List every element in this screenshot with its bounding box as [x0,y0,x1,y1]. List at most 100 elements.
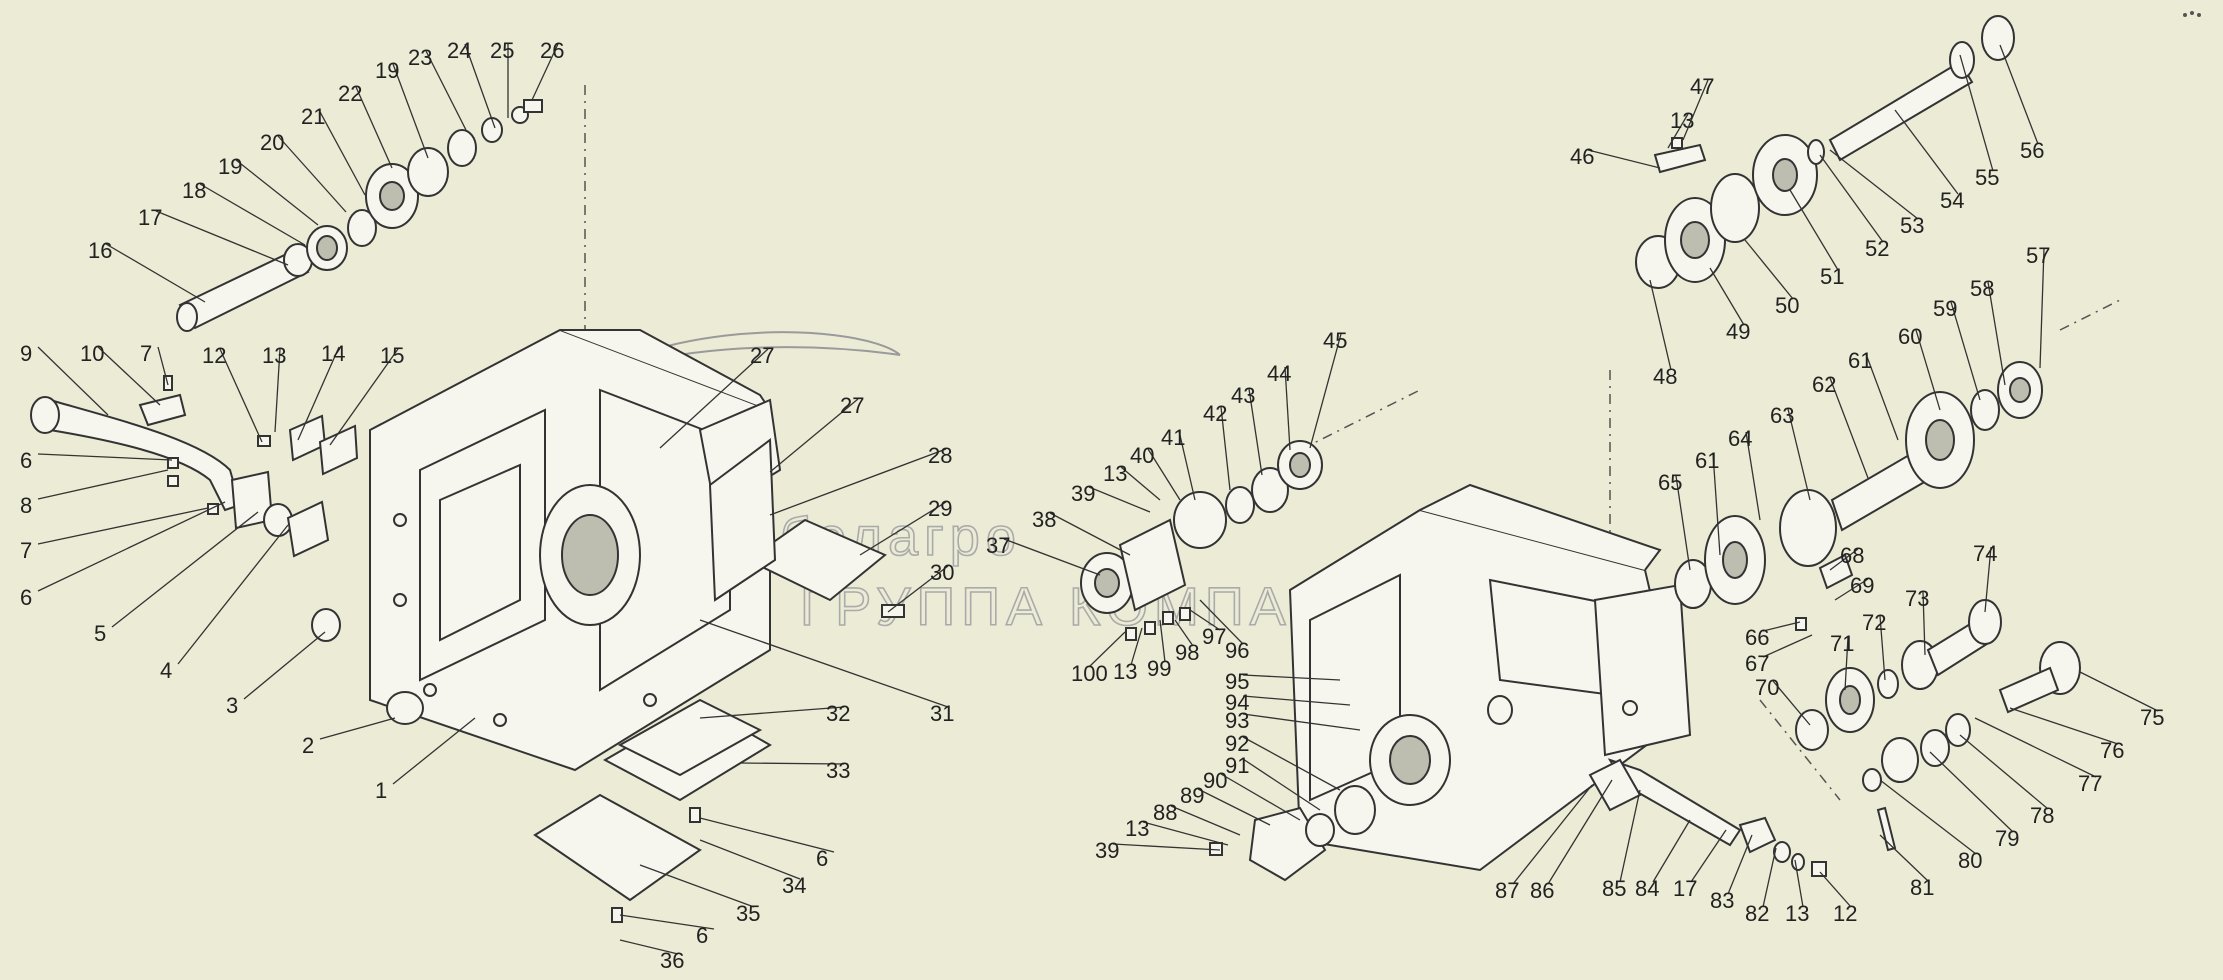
callout-81-113: 81 [1879,834,1934,900]
callout-31-33: 31 [699,619,954,726]
leader-line [659,348,769,449]
callout-number: 1 [375,778,387,803]
callout-number: 84 [1635,876,1659,901]
leader-line [699,619,949,708]
callout-4-3: 4 [160,524,289,683]
callout-number: 48 [1653,364,1677,389]
callout-78-110: 78 [1959,734,2054,828]
callout-number: 13 [1125,816,1149,841]
callout-79-111: 79 [1929,751,2019,851]
callout-number: 20 [260,130,284,155]
callout-17-17: 17 [138,205,289,266]
callout-number: 17 [1673,876,1697,901]
callout-76-108: 76 [2009,707,2124,763]
leader-line [1879,615,1886,681]
callout-number: 14 [321,341,345,366]
callout-number: 66 [1745,625,1769,650]
leader-line [392,717,476,785]
callout-6-8: 6 [20,448,173,473]
leader-line [1088,486,1151,513]
leader-line [1879,834,1929,882]
leader-line [1197,788,1271,826]
callout-number: 83 [1710,888,1734,913]
callout-number: 6 [20,448,32,473]
callout-50-81: 50 [1744,239,1799,318]
leader-line [619,914,715,930]
callout-38-42: 38 [1032,507,1131,556]
leader-line [274,348,281,433]
callout-number: 5 [94,621,106,646]
leader-line [699,839,801,880]
middle-shaft-assembly [1674,361,2043,609]
leader-line [1309,333,1342,449]
callout-number: 12 [202,343,226,368]
callout-27-28: 27 [659,343,774,449]
callout-14-14: 14 [297,341,345,441]
callout-96-56: 96 [1199,599,1249,663]
callout-number: 53 [1900,213,1924,238]
callout-number: 17 [138,205,162,230]
callout-71-103: 71 [1830,631,1854,691]
leader-line [1682,79,1709,141]
callout-8-7: 8 [20,469,169,518]
leader-line [1959,734,2049,810]
leader-line [1959,54,1994,172]
callout-27-29: 27 [769,393,864,473]
callout-number: 28 [928,443,952,468]
leader-line [1512,784,1593,885]
left-shaft-assembly [176,99,543,332]
leader-line [1174,619,1194,647]
leader-line [1829,149,1919,220]
callout-number: 56 [2020,138,2044,163]
leader-line [1189,609,1221,631]
callout-13-13: 13 [262,343,286,433]
callout-number: 40 [1130,443,1154,468]
callout-number: 22 [338,81,362,106]
leader-line [1762,634,1813,658]
leader-line [1652,819,1691,883]
leader-line [1220,773,1301,821]
callout-43-48: 43 [1231,383,1263,476]
callout-number: 6 [816,846,828,871]
callout-number: 95 [1225,669,1249,694]
leader-line [37,469,169,500]
leader-line [1547,779,1613,885]
callout-number: 25 [490,38,514,63]
callout-number: 54 [1940,188,1964,213]
callout-number: 86 [1530,878,1554,903]
callout-61-92: 61 [1848,348,1899,441]
callout-69-99: 69 [1834,573,1874,601]
leader-line [277,135,347,213]
callout-57-88: 57 [2026,243,2050,369]
callout-number: 74 [1973,541,1997,566]
callout-37-41: 37 [986,533,1101,576]
callout-number: 60 [1898,324,1922,349]
callout-number: 51 [1820,264,1844,289]
leader-line [699,706,845,719]
corner-mark [2183,11,2201,17]
callout-number: 79 [1995,826,2019,851]
callout-number: 23 [408,45,432,70]
callout-28-30: 28 [769,443,952,516]
callout-number: 31 [930,701,954,726]
callout-49-80: 49 [1709,267,1750,344]
callout-number: 94 [1225,690,1249,715]
callout-number: 39 [1071,481,1095,506]
callout-number: 29 [928,496,952,521]
callout-number: 6 [696,923,708,948]
callout-94-58: 94 [1225,690,1351,715]
left-pipe-assembly [30,375,424,725]
leader-line [531,43,559,101]
callout-5-4: 5 [94,511,259,646]
leader-line [1987,281,2006,386]
callout-number: 57 [2026,243,2050,268]
callout-number: 61 [1848,348,1872,373]
leader-line [37,346,109,416]
callout-number: 13 [1785,901,1809,926]
leader-line [1170,805,1241,836]
callout-66-100: 66 [1745,621,1801,650]
leader-line [1894,109,1959,195]
leader-line [859,501,947,556]
callout-number: 75 [2140,705,2164,730]
